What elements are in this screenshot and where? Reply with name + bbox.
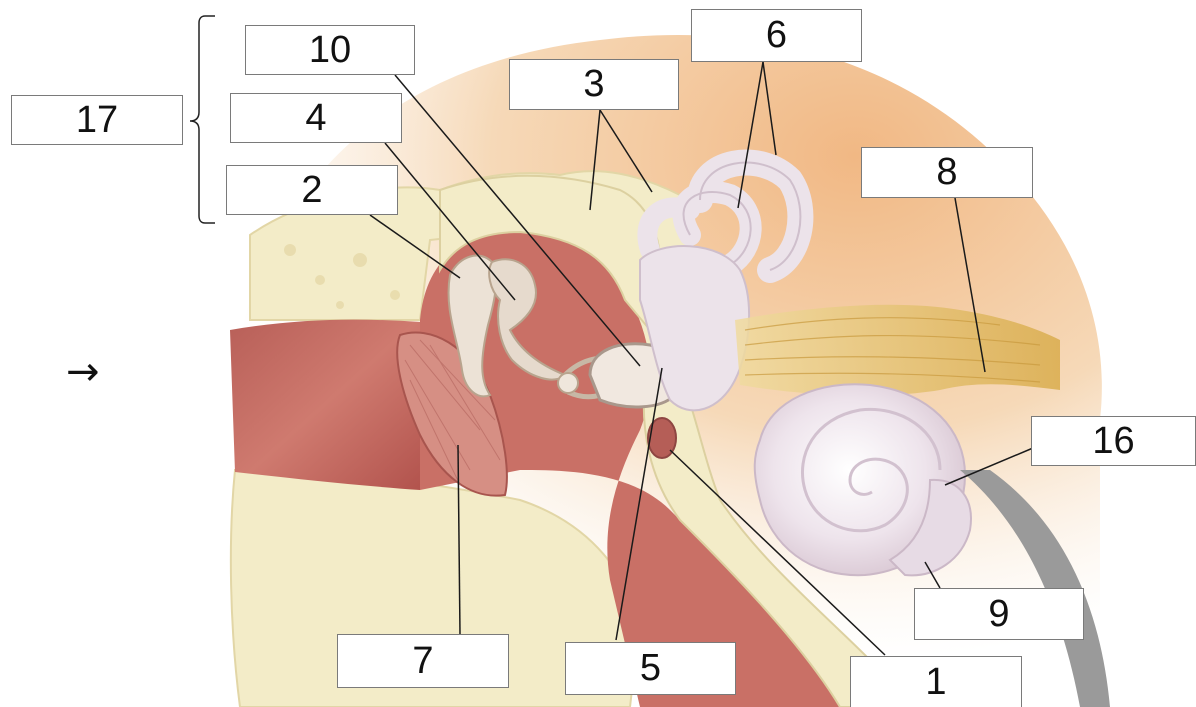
label-7: 7 (337, 634, 509, 688)
label-5: 5 (565, 642, 736, 695)
ear-canal (230, 320, 420, 490)
label-2: 2 (226, 165, 398, 215)
label-17: 17 (11, 95, 183, 145)
label-16: 16 (1031, 416, 1196, 466)
label-10: 10 (245, 25, 415, 75)
group-bracket (190, 16, 215, 223)
label-4: 4 (230, 93, 402, 143)
label-9: 9 (914, 588, 1084, 640)
stapes-head (558, 373, 578, 393)
label-3: 3 (509, 59, 679, 110)
arrow-right-icon: → (66, 352, 100, 392)
label-1: 1 (850, 656, 1022, 707)
label-8: 8 (861, 147, 1033, 198)
label-6: 6 (691, 9, 862, 62)
